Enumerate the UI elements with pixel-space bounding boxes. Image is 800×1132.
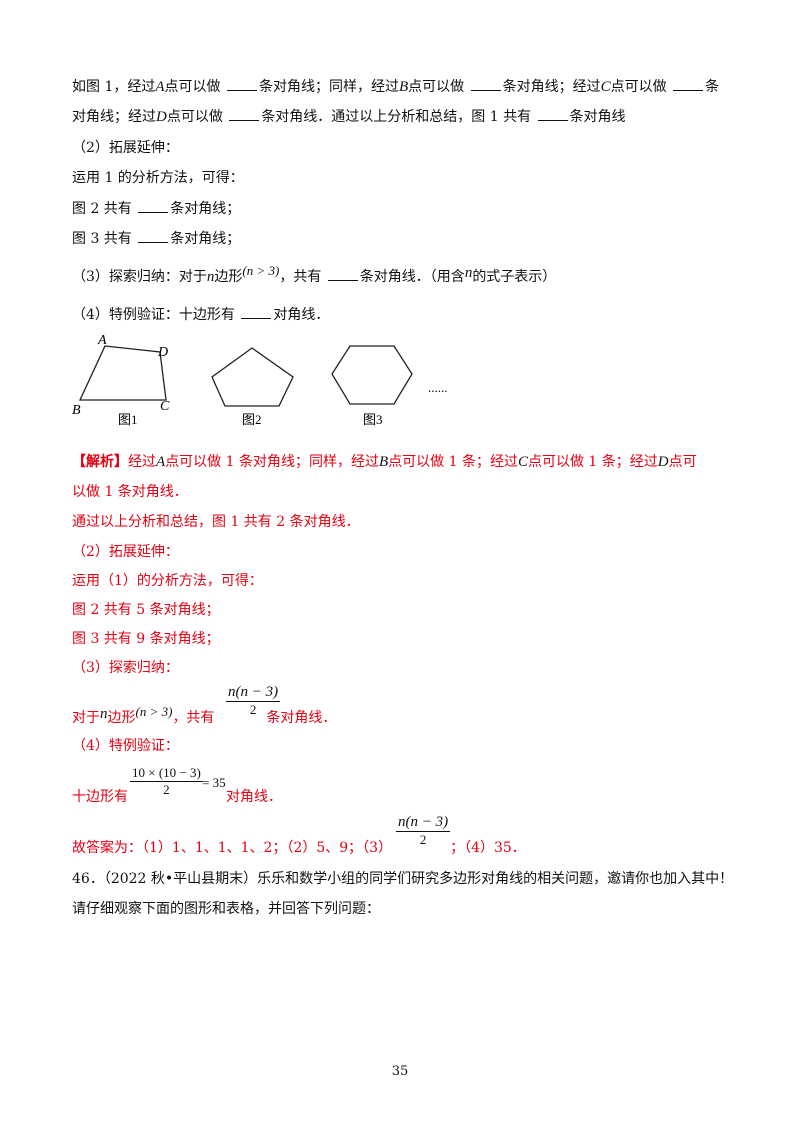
answer-blank — [537, 106, 568, 121]
q4-line: （4）特例验证：十边形有 对角线． — [72, 304, 329, 325]
vertex-d-label: D — [157, 345, 168, 360]
figure-3-caption: 图3 — [363, 412, 383, 427]
figure-2-pentagon — [211, 347, 294, 407]
vertex-c-label: C — [160, 399, 170, 414]
vertex-b-label: B — [72, 403, 81, 418]
solution-line-7: 图 3 共有 9 条对角线； — [72, 631, 220, 647]
answer-blank — [138, 198, 169, 213]
solution-line-8: （3）探索归纳： — [72, 660, 179, 676]
figure-2-caption: 图2 — [242, 412, 262, 427]
q2-fig2: 图 2 共有 条对角线； — [72, 198, 240, 219]
vertex-a-label: A — [97, 333, 107, 348]
solution-line-4: （2）拓展延伸： — [72, 544, 179, 560]
next-problem-line-2: 请仔细观察下面的图形和表格，并回答下列问题： — [72, 901, 380, 917]
solution-line-5: 运用（1）的分析方法，可得： — [72, 573, 263, 589]
solution-line-6: 图 2 共有 5 条对角线； — [72, 602, 220, 618]
solution-line-1: 【解析】经过A点可以做 1 条对角线；同样，经过B点可以做 1 条；经过C点可以… — [72, 454, 697, 470]
ellipsis: ...... — [428, 380, 448, 395]
solution-fraction-2: 10 × (10 − 3) 2 — [130, 765, 203, 797]
answer-blank — [327, 266, 358, 281]
solution-line-3: 通过以上分析和总结，图 1 共有 2 条对角线． — [72, 514, 360, 530]
figure-1-quadrilateral — [78, 345, 167, 401]
polygon-figures: A D B C 图1 图2 图3 ...... — [72, 333, 448, 427]
next-problem-line-1: 46．（2022 秋•平山县期末）乐乐和数学小组的同学们研究多边形对角线的相关问… — [72, 871, 734, 887]
solution-eq: = 35 — [202, 775, 226, 790]
solution-line-12: 故答案为：（1）1、1、1、1、2；（2）5、9；（3）；（4）35． — [72, 840, 526, 856]
solution-line-2: 以做 1 条对角线． — [72, 484, 188, 500]
solution-line-11: 十边形有对角线． — [72, 789, 282, 805]
answer-blank — [470, 76, 501, 91]
figure-1-caption: 图1 — [118, 412, 138, 427]
q2-method: 运用 1 的分析方法，可得： — [72, 170, 244, 186]
q2-fig3: 图 3 共有 条对角线； — [72, 228, 240, 249]
figure-3-hexagon — [331, 345, 413, 405]
solution-fraction-1: n(n − 3) 2 — [226, 684, 281, 717]
q3-line: （3）探索归纳：对于n边形(n > 3)，共有 条对角线．（用含n的式子表示） — [72, 263, 557, 285]
answer-blank — [138, 228, 169, 243]
answer-blank — [241, 304, 272, 319]
solution-fraction-3: n(n − 3) 2 — [396, 814, 451, 847]
problem-line-2: 对角线；经过D点可以做 条对角线．通过以上分析和总结，图 1 共有 条对角线 — [72, 106, 626, 127]
page-number: 35 — [391, 1064, 409, 1079]
answer-blank — [229, 106, 260, 121]
problem-line-1: 如图 1，经过A点可以做 条对角线；同样，经过B点可以做 条对角线；经过C点可以… — [72, 76, 719, 97]
q2-title: （2）拓展延伸： — [72, 140, 179, 156]
answer-blank — [226, 76, 257, 91]
solution-line-9: 对于n边形(n > 3)，共有条对角线． — [72, 704, 337, 726]
answer-blank — [673, 76, 704, 91]
solution-line-10: （4）特例验证： — [72, 738, 179, 754]
